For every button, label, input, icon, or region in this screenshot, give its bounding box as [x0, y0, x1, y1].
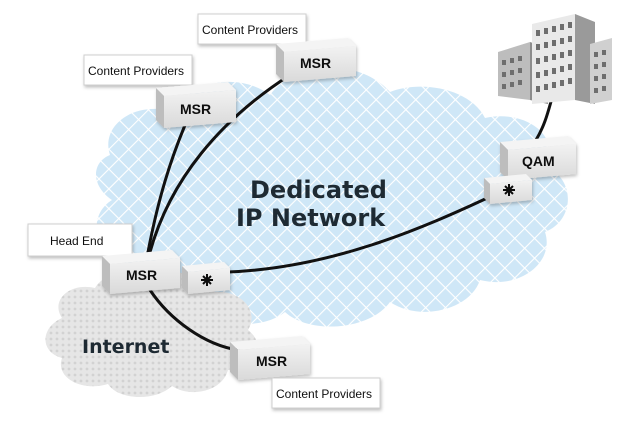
- msr-label: MSR: [256, 353, 287, 369]
- link-headend-to-msr-top-right: [148, 73, 292, 254]
- content-providers-tag-label: Content Providers: [88, 64, 184, 78]
- ip-network-cloud: [96, 67, 568, 327]
- link-qam-to-buildings: [534, 96, 554, 142]
- msr-node-top-left[interactable]: Content Providers MSR: [83, 54, 236, 128]
- network-title-line2: IP Network: [236, 204, 386, 232]
- internet-cloud: Internet: [45, 272, 258, 398]
- msr-label: MSR: [300, 55, 331, 71]
- link-headend-to-qam: [226, 190, 502, 274]
- head-end-tag: [27, 223, 133, 257]
- content-providers-tag: [197, 13, 307, 45]
- msr-node-top-right[interactable]: Content Providers MSR: [197, 13, 356, 82]
- msr-node-bottom[interactable]: MSR Content Providers: [230, 336, 381, 409]
- msr-label: MSR: [180, 101, 211, 117]
- qam-node[interactable]: QAM: [484, 136, 576, 204]
- content-providers-tag: [83, 54, 193, 86]
- router-icon: [484, 174, 532, 204]
- office-buildings-icon: [498, 14, 612, 104]
- router-icon: [182, 262, 230, 294]
- network-title-line1: Dedicated: [250, 176, 387, 204]
- msr-label: MSR: [126, 267, 157, 283]
- link-headend-to-msr-bottom: [148, 288, 240, 352]
- link-headend-to-msr-top-left: [146, 116, 190, 254]
- internet-label: Internet: [82, 336, 169, 358]
- content-providers-tag-label: Content Providers: [276, 387, 372, 401]
- head-end-tag-label: Head End: [50, 234, 103, 248]
- content-providers-tag: [271, 377, 381, 409]
- qam-label: QAM: [522, 153, 555, 169]
- network-title: Dedicated IP Network: [236, 176, 387, 232]
- msr-node-head-end[interactable]: Head End MSR: [27, 223, 230, 294]
- content-providers-tag-label: Content Providers: [202, 23, 298, 37]
